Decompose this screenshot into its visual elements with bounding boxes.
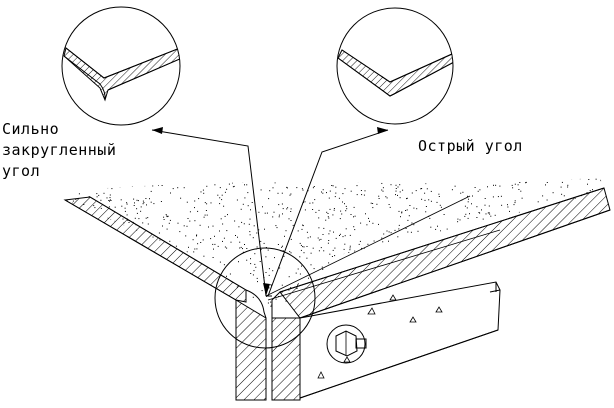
leader-lines xyxy=(151,127,389,297)
support-beam xyxy=(299,281,501,399)
label-rounded-line1: Сильно xyxy=(2,120,59,138)
bolt-nut-icon xyxy=(326,324,367,364)
label-sharp-corner: Острый угол xyxy=(418,137,523,155)
joint-seam xyxy=(245,289,267,319)
label-rounded-line3: угол xyxy=(2,162,40,180)
vertical-leg-left xyxy=(235,299,267,401)
detail-sharp-corner xyxy=(336,7,454,125)
detail-rounded-corner xyxy=(61,6,181,126)
detail-circle xyxy=(214,247,316,349)
label-rounded-line2: закругленный xyxy=(2,141,116,159)
triangle-marker-icon xyxy=(317,294,443,379)
left-wall-section xyxy=(63,196,247,303)
vertical-leg-right xyxy=(271,317,301,401)
